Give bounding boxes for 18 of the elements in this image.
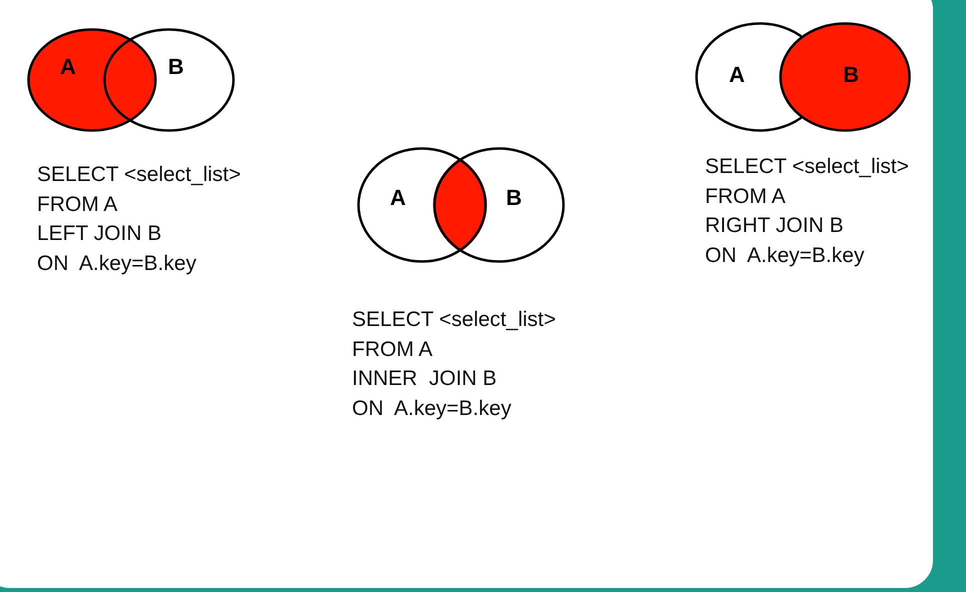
sql-code-line: FROM A bbox=[37, 192, 118, 216]
set-label: B bbox=[843, 63, 859, 87]
sql-code-line: FROM A bbox=[705, 184, 786, 208]
sql-code-line: ON A.key=B.key bbox=[37, 252, 196, 276]
sql-code-line: SELECT <select_list> bbox=[37, 163, 241, 187]
set-label: A bbox=[60, 55, 76, 79]
set-label: A bbox=[390, 186, 406, 210]
sql-code-line: ON A.key=B.key bbox=[705, 244, 864, 268]
sql-code-line: FROM A bbox=[352, 338, 433, 362]
set-label: B bbox=[506, 186, 522, 210]
sql-code-line: LEFT JOIN B bbox=[37, 222, 162, 246]
sql-code-line: ON A.key=B.key bbox=[352, 396, 512, 420]
sql-code-line: INNER JOIN B bbox=[352, 367, 497, 391]
sql-code-line: SELECT <select_list> bbox=[352, 308, 556, 332]
sql-code-line: RIGHT JOIN B bbox=[705, 214, 844, 238]
set-label: A bbox=[729, 63, 745, 87]
sql-code-line: SELECT <select_list> bbox=[705, 155, 909, 179]
set-label: B bbox=[168, 55, 184, 79]
